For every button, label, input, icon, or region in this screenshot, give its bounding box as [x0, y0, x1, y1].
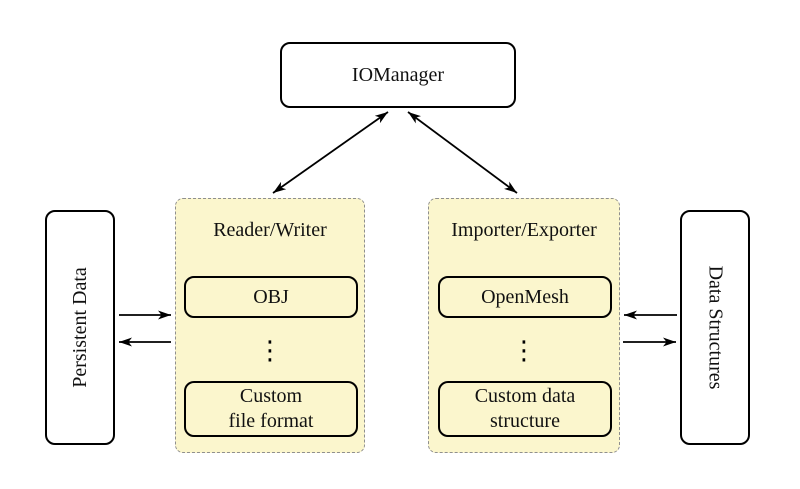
- vertical-ellipsis-left: ⋮: [257, 336, 283, 366]
- reader-writer-container: Reader/Writer OBJ ⋮ Custom file format: [175, 198, 365, 453]
- arrow-iomanager-readerwriter: [272, 111, 389, 194]
- custom-file-format-line1: Custom: [239, 385, 303, 407]
- data-structures-box: Data Structures: [680, 210, 750, 445]
- openmesh-label: OpenMesh: [481, 285, 569, 308]
- obj-node: OBJ: [184, 276, 358, 318]
- iomanager-label: IOManager: [351, 63, 445, 86]
- vertical-ellipsis-right: ⋮: [511, 336, 537, 366]
- custom-data-structure-node: Custom data structure: [438, 381, 612, 437]
- custom-file-format-node: Custom file format: [184, 381, 358, 437]
- importer-exporter-title: Importer/Exporter: [451, 219, 597, 241]
- custom-data-structure-line2: structure: [490, 410, 560, 432]
- obj-label: OBJ: [253, 285, 289, 308]
- persistent-data-box: Persistent Data: [45, 210, 115, 445]
- reader-writer-title: Reader/Writer: [213, 219, 327, 241]
- importer-exporter-container: Importer/Exporter OpenMesh ⋮ Custom data…: [428, 198, 620, 453]
- iomanager-box: IOManager: [280, 42, 516, 108]
- arrow-iomanager-importerexporter: [407, 111, 518, 194]
- custom-file-format-line2: file format: [228, 410, 314, 432]
- openmesh-node: OpenMesh: [438, 276, 612, 318]
- data-structures-label: Data Structures: [704, 265, 727, 390]
- persistent-data-label: Persistent Data: [68, 267, 91, 388]
- custom-data-structure-line1: Custom data: [474, 385, 576, 407]
